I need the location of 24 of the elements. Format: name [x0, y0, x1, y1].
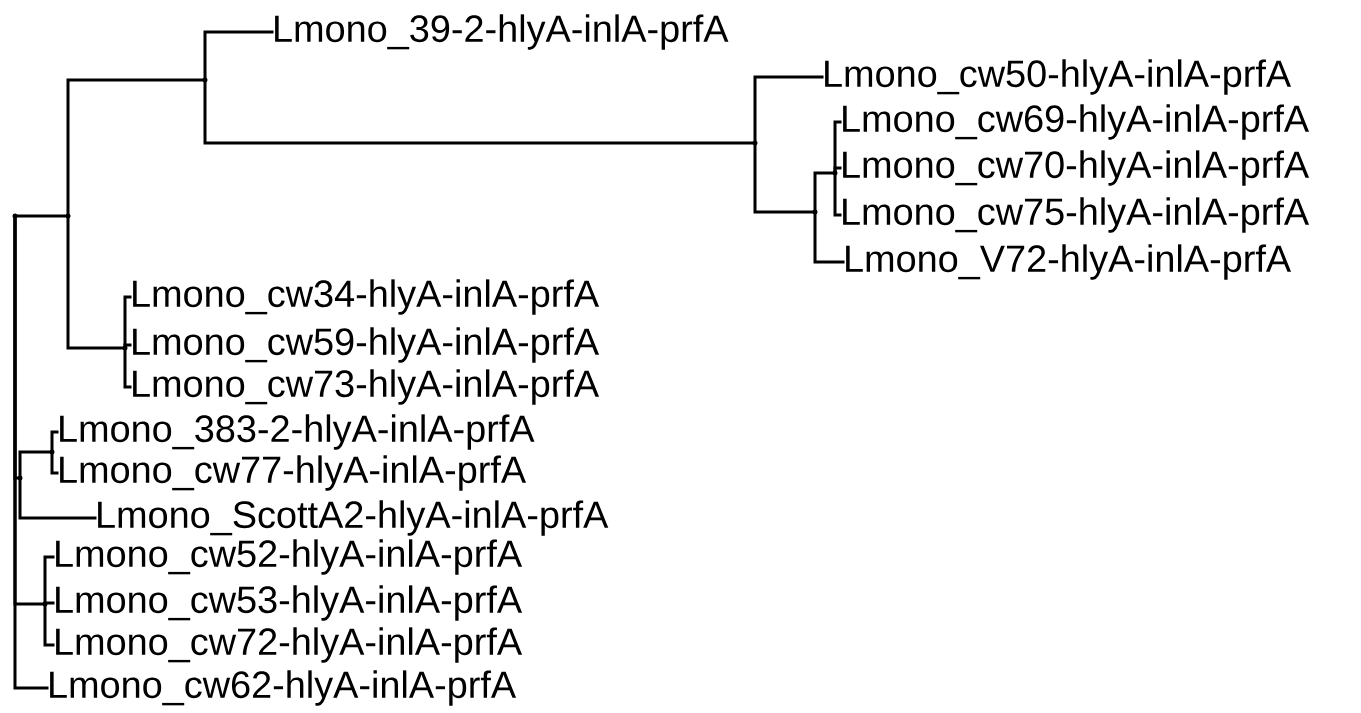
taxon-label: Lmono_cw62-hlyA-inlA-prfA: [50, 670, 517, 706]
taxon-label: Lmono_39-2-hlyA-inlA-prfA: [275, 14, 729, 50]
tree-branch: [813, 210, 845, 264]
taxon-label: Lmono_ScottA2-hlyA-inlA-prfA: [98, 500, 609, 536]
tree-branch: [203, 78, 757, 145]
taxon-label: Lmono_cw52-hlyA-inlA-prfA: [56, 539, 523, 575]
tree-branch: [18, 476, 97, 520]
taxon-label: Lmono_cw75-hlyA-inlA-prfA: [843, 197, 1310, 233]
taxon-label: Lmono_383-2-hlyA-inlA-prfA: [60, 414, 535, 450]
taxon-label: Lmono_cw69-hlyA-inlA-prfA: [843, 104, 1310, 140]
taxon-label: Lmono_cw77-hlyA-inlA-prfA: [60, 455, 527, 491]
tree-branch: [123, 346, 132, 389]
taxon-label: Lmono_cw50-hlyA-inlA-prfA: [825, 59, 1292, 95]
taxon-label: Lmono_cw72-hlyA-inlA-prfA: [56, 627, 523, 663]
tree-branch: [43, 602, 55, 647]
taxon-label: Lmono_cw59-hlyA-inlA-prfA: [133, 327, 600, 363]
taxon-label: Lmono_cw34-hlyA-inlA-prfA: [133, 279, 600, 315]
taxon-label: Lmono_V72-hlyA-inlA-prfA: [846, 244, 1292, 280]
tree-branch: [50, 450, 59, 475]
taxon-label: Lmono_cw53-hlyA-inlA-prfA: [56, 585, 523, 621]
tree-branch: [833, 171, 842, 217]
tree-branch: [753, 141, 817, 214]
taxon-label: Lmono_cw73-hlyA-inlA-prfA: [133, 369, 600, 405]
taxon-label: Lmono_cw70-hlyA-inlA-prfA: [843, 150, 1310, 186]
